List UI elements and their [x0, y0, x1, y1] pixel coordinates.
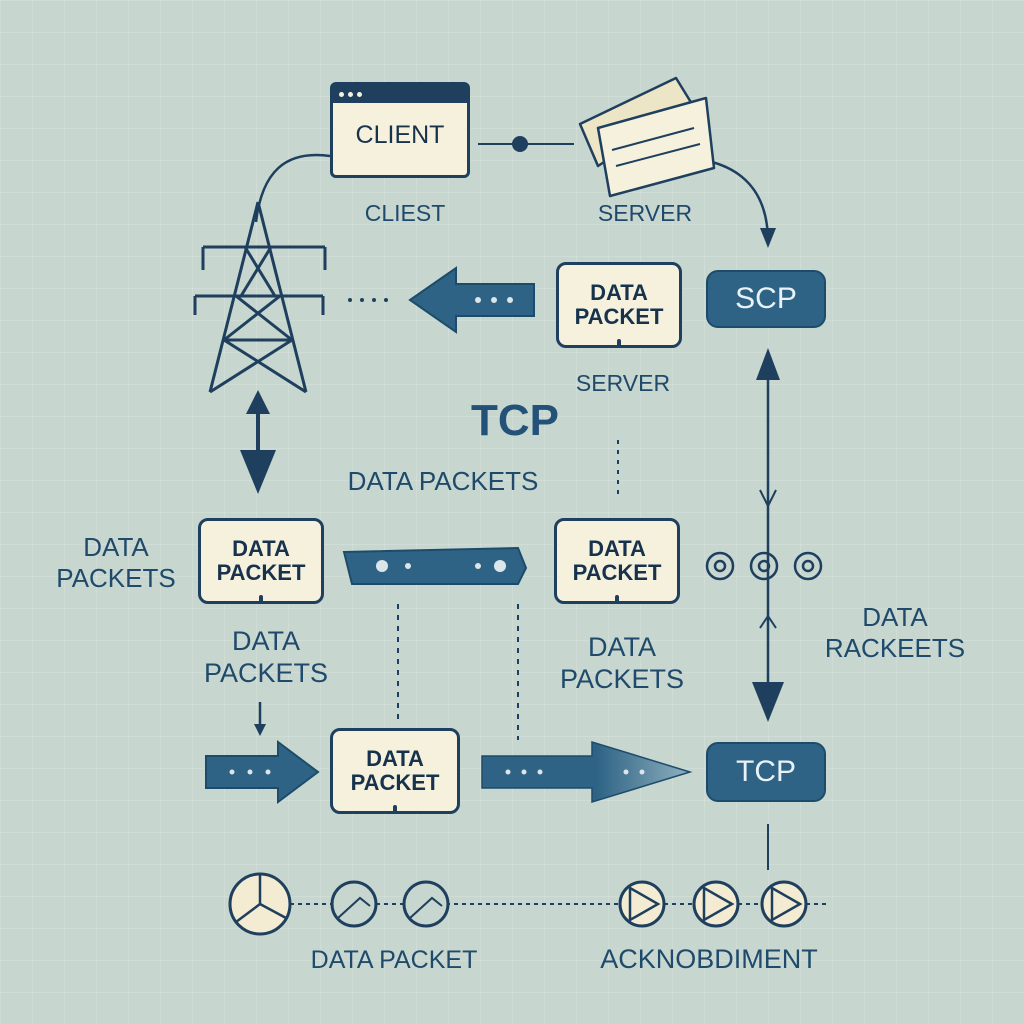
data-packet-card-bottom: DATA PACKET: [330, 728, 460, 814]
right-double-arrow: [752, 348, 784, 722]
packet-dots-upper: [348, 298, 388, 302]
lower-left-arrow: [205, 740, 320, 804]
data-packets-under-left-label: DATA PACKETS: [203, 626, 329, 688]
small-down-arrow: [254, 702, 266, 736]
client-server-link: [478, 136, 574, 152]
packet-rings: [705, 551, 823, 581]
circle-packet-icon: [402, 880, 450, 928]
client-node-label: CLIENT: [355, 121, 445, 149]
card-pin-icon: [259, 595, 263, 603]
window-dot-icon: [357, 91, 362, 97]
play-ack-icon: [618, 880, 666, 928]
data-packet-card-left: DATA PACKET: [198, 518, 324, 604]
client-label: CLIEST: [364, 200, 446, 226]
scp-box: SCP: [706, 270, 826, 328]
data-packets-center-label: DATA PACKETS: [347, 466, 539, 496]
lower-right-arrow: [481, 740, 693, 804]
transmission-tower-icon: [193, 201, 327, 394]
card-pin-icon: [617, 339, 621, 347]
data-packet-card-label: DATA PACKET: [574, 280, 664, 329]
data-rackeets-label: DATA RACKEETS: [824, 602, 966, 663]
middle-link-bar: [342, 546, 528, 585]
data-packets-under-right-label: DATA PACKETS: [559, 632, 685, 694]
server-label-top: SERVER: [597, 200, 693, 226]
server-to-scp-curve: [711, 160, 776, 248]
window-dot-icon: [348, 91, 353, 97]
packet-timeline: [228, 872, 830, 936]
tower-double-arrow: [240, 390, 276, 494]
data-packet-card-label: DATA PACKET: [216, 536, 306, 585]
pie-packet-icon: [228, 872, 292, 936]
data-packet-bottom-label: DATA PACKET: [310, 946, 478, 974]
data-packet-card-upper: DATA PACKET: [556, 262, 682, 348]
tcp-box: TCP: [706, 742, 826, 802]
acknowledgment-label: ACKNOBDIMENT: [600, 944, 818, 974]
card-pin-icon: [615, 595, 619, 603]
server-documents-icon: [578, 76, 716, 198]
server-label-mid: SERVER: [575, 370, 671, 396]
window-dot-icon: [339, 91, 344, 97]
data-packet-card-label: DATA PACKET: [572, 536, 662, 585]
client-to-tower-curve: [254, 153, 331, 223]
circle-packet-icon: [330, 880, 378, 928]
play-ack-icon: [692, 880, 740, 928]
browser-titlebar: [333, 85, 467, 103]
play-ack-icon: [760, 880, 808, 928]
card-pin-icon: [393, 805, 397, 813]
upper-left-arrow: [408, 266, 535, 334]
data-packet-card-right: DATA PACKET: [554, 518, 680, 604]
tcp-title: TCP: [471, 396, 559, 445]
data-packets-left-label: DATA PACKETS: [56, 532, 176, 593]
data-packet-card-label: DATA PACKET: [350, 746, 440, 795]
browser-window-icon: CLIENT: [330, 82, 470, 178]
